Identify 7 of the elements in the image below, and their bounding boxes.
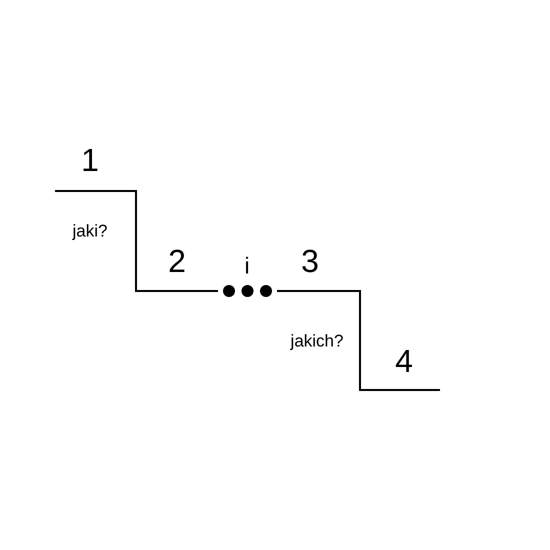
question-text: jaki? [72,222,108,240]
step-number: 3 [301,245,319,277]
step-number: 2 [168,245,186,277]
question-text: jakich? [290,332,344,350]
conjunction-text: i [244,254,250,278]
step-number: 4 [395,345,413,377]
step-number: 1 [81,144,99,176]
